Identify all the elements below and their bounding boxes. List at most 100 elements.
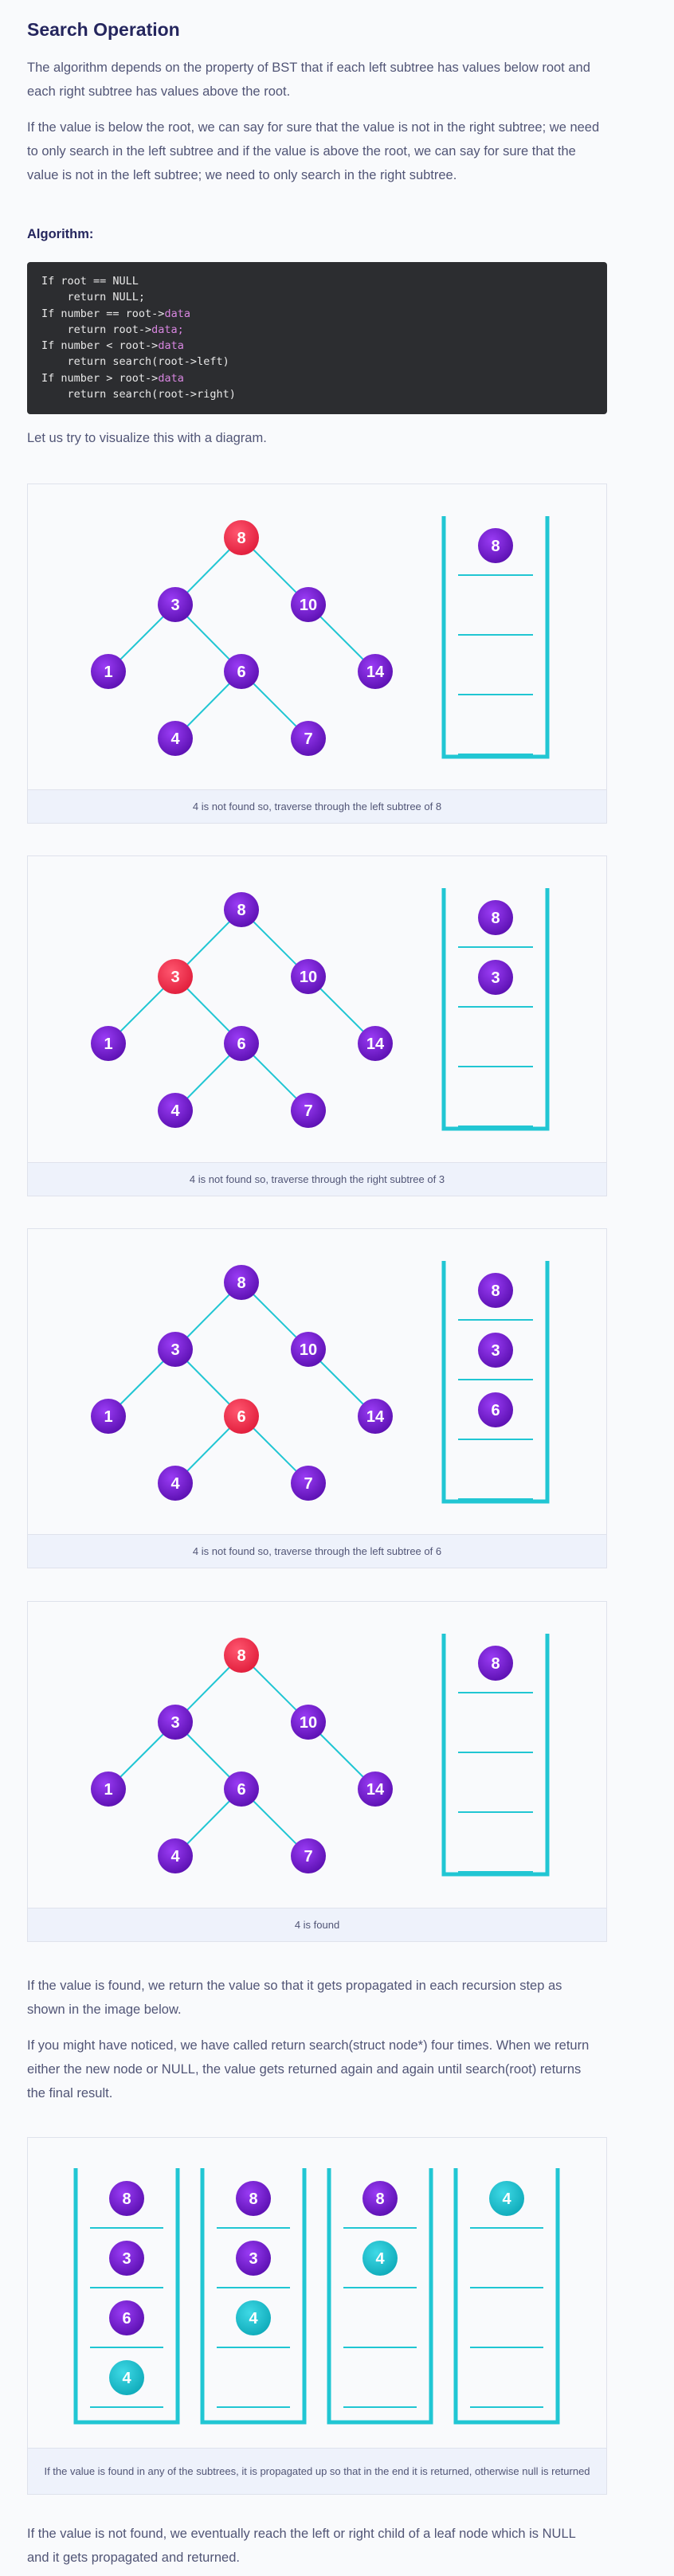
stack-item-8-label: 8 bbox=[491, 1655, 500, 1673]
tree-node-3: 3 bbox=[158, 1705, 193, 1740]
tree-node-1-circle bbox=[91, 654, 126, 689]
tree-node-7-circle bbox=[291, 721, 326, 756]
stack-item-8-circle bbox=[236, 2181, 271, 2216]
tree-node-3-circle bbox=[158, 1332, 193, 1367]
tree-node-4: 4 bbox=[158, 1838, 193, 1873]
tree-node-8-circle bbox=[224, 892, 259, 927]
tree-node-10: 10 bbox=[291, 1705, 326, 1740]
tree-node-3: 3 bbox=[158, 1332, 193, 1367]
tree-node-7-label: 7 bbox=[304, 1475, 312, 1493]
tree-node-7: 7 bbox=[291, 1093, 326, 1128]
stack-container bbox=[441, 888, 550, 1131]
stack-item-8-label: 8 bbox=[122, 2190, 131, 2208]
tree-node-7-label: 7 bbox=[304, 1102, 312, 1120]
tree-node-8: 8 bbox=[224, 1638, 259, 1673]
tree-node-3: 3 bbox=[158, 959, 193, 994]
tree-node-6: 6 bbox=[224, 1771, 259, 1807]
figure-step-2-caption: 4 is not found so, traverse through the … bbox=[28, 1162, 606, 1196]
stack-item-3: 3 bbox=[478, 960, 513, 995]
stack-container bbox=[200, 2168, 307, 2425]
stack-item-8-circle bbox=[109, 2181, 144, 2216]
tree-node-10-label: 10 bbox=[300, 597, 317, 614]
tree-node-6-circle bbox=[224, 654, 259, 689]
stack-item-6: 6 bbox=[109, 2300, 144, 2335]
stack-container bbox=[327, 2168, 433, 2425]
stack-item-8-circle bbox=[478, 1646, 513, 1681]
code-line: If number < root->data bbox=[41, 339, 184, 353]
return-stack-4: 4 bbox=[453, 2168, 560, 2425]
tree-node-3: 3 bbox=[158, 587, 193, 622]
after-paragraph-2: If you might have noticed, we have calle… bbox=[27, 2038, 590, 2100]
stack-item-3-label: 3 bbox=[122, 2250, 131, 2268]
tree-node-4-label: 4 bbox=[170, 1475, 180, 1493]
call-stack: 8 bbox=[441, 1634, 550, 1877]
stack-item-6-circle bbox=[109, 2300, 144, 2335]
tree-node-8-label: 8 bbox=[237, 902, 245, 919]
tree-node-10-label: 10 bbox=[300, 1714, 317, 1732]
tree-node-1: 1 bbox=[91, 1771, 126, 1807]
tree-node-7-circle bbox=[291, 1838, 326, 1873]
after-paragraph-1: If the value is found, we return the val… bbox=[27, 1979, 562, 2017]
tree-node-4: 4 bbox=[158, 1093, 193, 1128]
tree-node-14: 14 bbox=[358, 1026, 393, 1061]
stack-item-4-label: 4 bbox=[122, 2370, 131, 2387]
tree-node-1-circle bbox=[91, 1399, 126, 1434]
tree-node-4-label: 4 bbox=[170, 1102, 180, 1120]
tree-node-1: 1 bbox=[91, 1026, 126, 1061]
tree-node-10: 10 bbox=[291, 1332, 326, 1367]
tree-node-4-label: 4 bbox=[170, 730, 180, 748]
tree-node-3-label: 3 bbox=[170, 597, 179, 614]
tree-node-3-circle bbox=[158, 587, 193, 622]
code-line: return search(root->left) bbox=[41, 355, 229, 369]
stack-container bbox=[453, 2168, 560, 2425]
tree-node-1-label: 1 bbox=[104, 1035, 112, 1053]
tree-node-8-circle bbox=[224, 1265, 259, 1300]
stack-item-8: 8 bbox=[362, 2181, 398, 2216]
intro-paragraph-1: The algorithm depends on the property of… bbox=[27, 61, 590, 99]
tree-node-4-circle bbox=[158, 1093, 193, 1128]
return-stack-1: 8 3 6 4 bbox=[73, 2168, 180, 2425]
tree-node-10: 10 bbox=[291, 587, 326, 622]
algorithm-heading: Algorithm: bbox=[27, 227, 94, 241]
tree-node-10: 10 bbox=[291, 959, 326, 994]
tree-node-3-label: 3 bbox=[170, 1714, 179, 1732]
stack-item-8: 8 bbox=[478, 528, 513, 563]
tree-node-10-circle bbox=[291, 1705, 326, 1740]
stack-item-4-circle bbox=[489, 2181, 524, 2216]
tree-node-8-circle bbox=[224, 520, 259, 555]
stack-item-8-label: 8 bbox=[249, 2190, 257, 2208]
stack-item-3: 3 bbox=[109, 2241, 144, 2276]
tree-node-14: 14 bbox=[358, 1399, 393, 1434]
figure-step-1-caption: 4 is not found so, traverse through the … bbox=[28, 789, 606, 823]
tree-node-10-circle bbox=[291, 587, 326, 622]
tree-node-10-circle bbox=[291, 959, 326, 994]
call-stack: 8 bbox=[441, 516, 550, 759]
tree-node-14-label: 14 bbox=[366, 1408, 385, 1426]
tree-node-8-label: 8 bbox=[237, 1274, 245, 1292]
code-line: return root->data; bbox=[41, 323, 184, 336]
tree-node-10-circle bbox=[291, 1332, 326, 1367]
tree-node-10-label: 10 bbox=[300, 969, 317, 986]
stack-item-4-circle bbox=[236, 2300, 271, 2335]
tree-node-8-circle bbox=[224, 1638, 259, 1673]
tree-node-8-label: 8 bbox=[237, 530, 245, 547]
tree-node-14-circle bbox=[358, 654, 393, 689]
stack-item-3: 3 bbox=[236, 2241, 271, 2276]
tree-node-1-label: 1 bbox=[104, 664, 112, 681]
code-line: return search(root->right) bbox=[41, 388, 236, 401]
tree-node-14-circle bbox=[358, 1399, 393, 1434]
tree-node-14-label: 14 bbox=[366, 1035, 385, 1053]
tree-node-6-label: 6 bbox=[237, 1781, 245, 1799]
tree-node-14-label: 14 bbox=[366, 1781, 385, 1799]
tree-node-6-circle bbox=[224, 1026, 259, 1061]
tree-node-6: 6 bbox=[224, 654, 259, 689]
tree-node-6-circle bbox=[224, 1399, 259, 1434]
tree-node-7-circle bbox=[291, 1466, 326, 1501]
stack-item-8-label: 8 bbox=[491, 538, 500, 555]
